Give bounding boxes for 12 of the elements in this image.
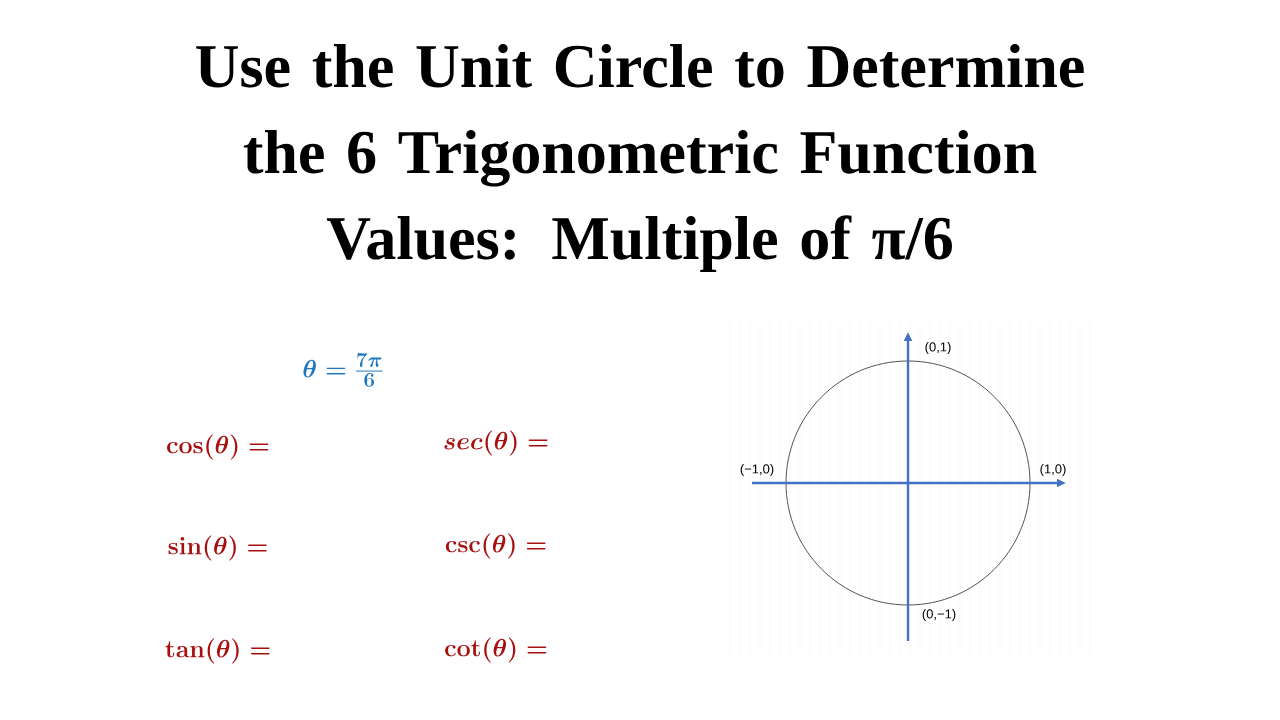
coordinate-label: (0,−1) xyxy=(922,608,956,622)
title: Use the Unit Circle to Determine the 6 Trigonometric Function Values: Multiple of π/6 xyxy=(196,43,1084,273)
formula: $sec(\theta) =$ xyxy=(444,430,548,456)
formula: $\mathbf{cot}(\theta) =$ xyxy=(445,637,547,663)
formula: $\mathbf{sin}(\theta) =$ xyxy=(168,535,267,561)
coordinate-label: (1,0) xyxy=(1040,463,1066,477)
formula: $\mathbf{tan}(\theta) =$ xyxy=(165,638,270,664)
coordinate-label: (0,1) xyxy=(925,341,951,355)
angle-formula: $\theta = \frac{7\pi}{6}$ xyxy=(303,352,383,387)
formula: $\mathbf{csc}(\theta) =$ xyxy=(445,533,546,559)
formula: $\mathbf{cos}(\theta) =$ xyxy=(167,434,269,460)
coordinate-label: (−1,0) xyxy=(740,463,774,477)
